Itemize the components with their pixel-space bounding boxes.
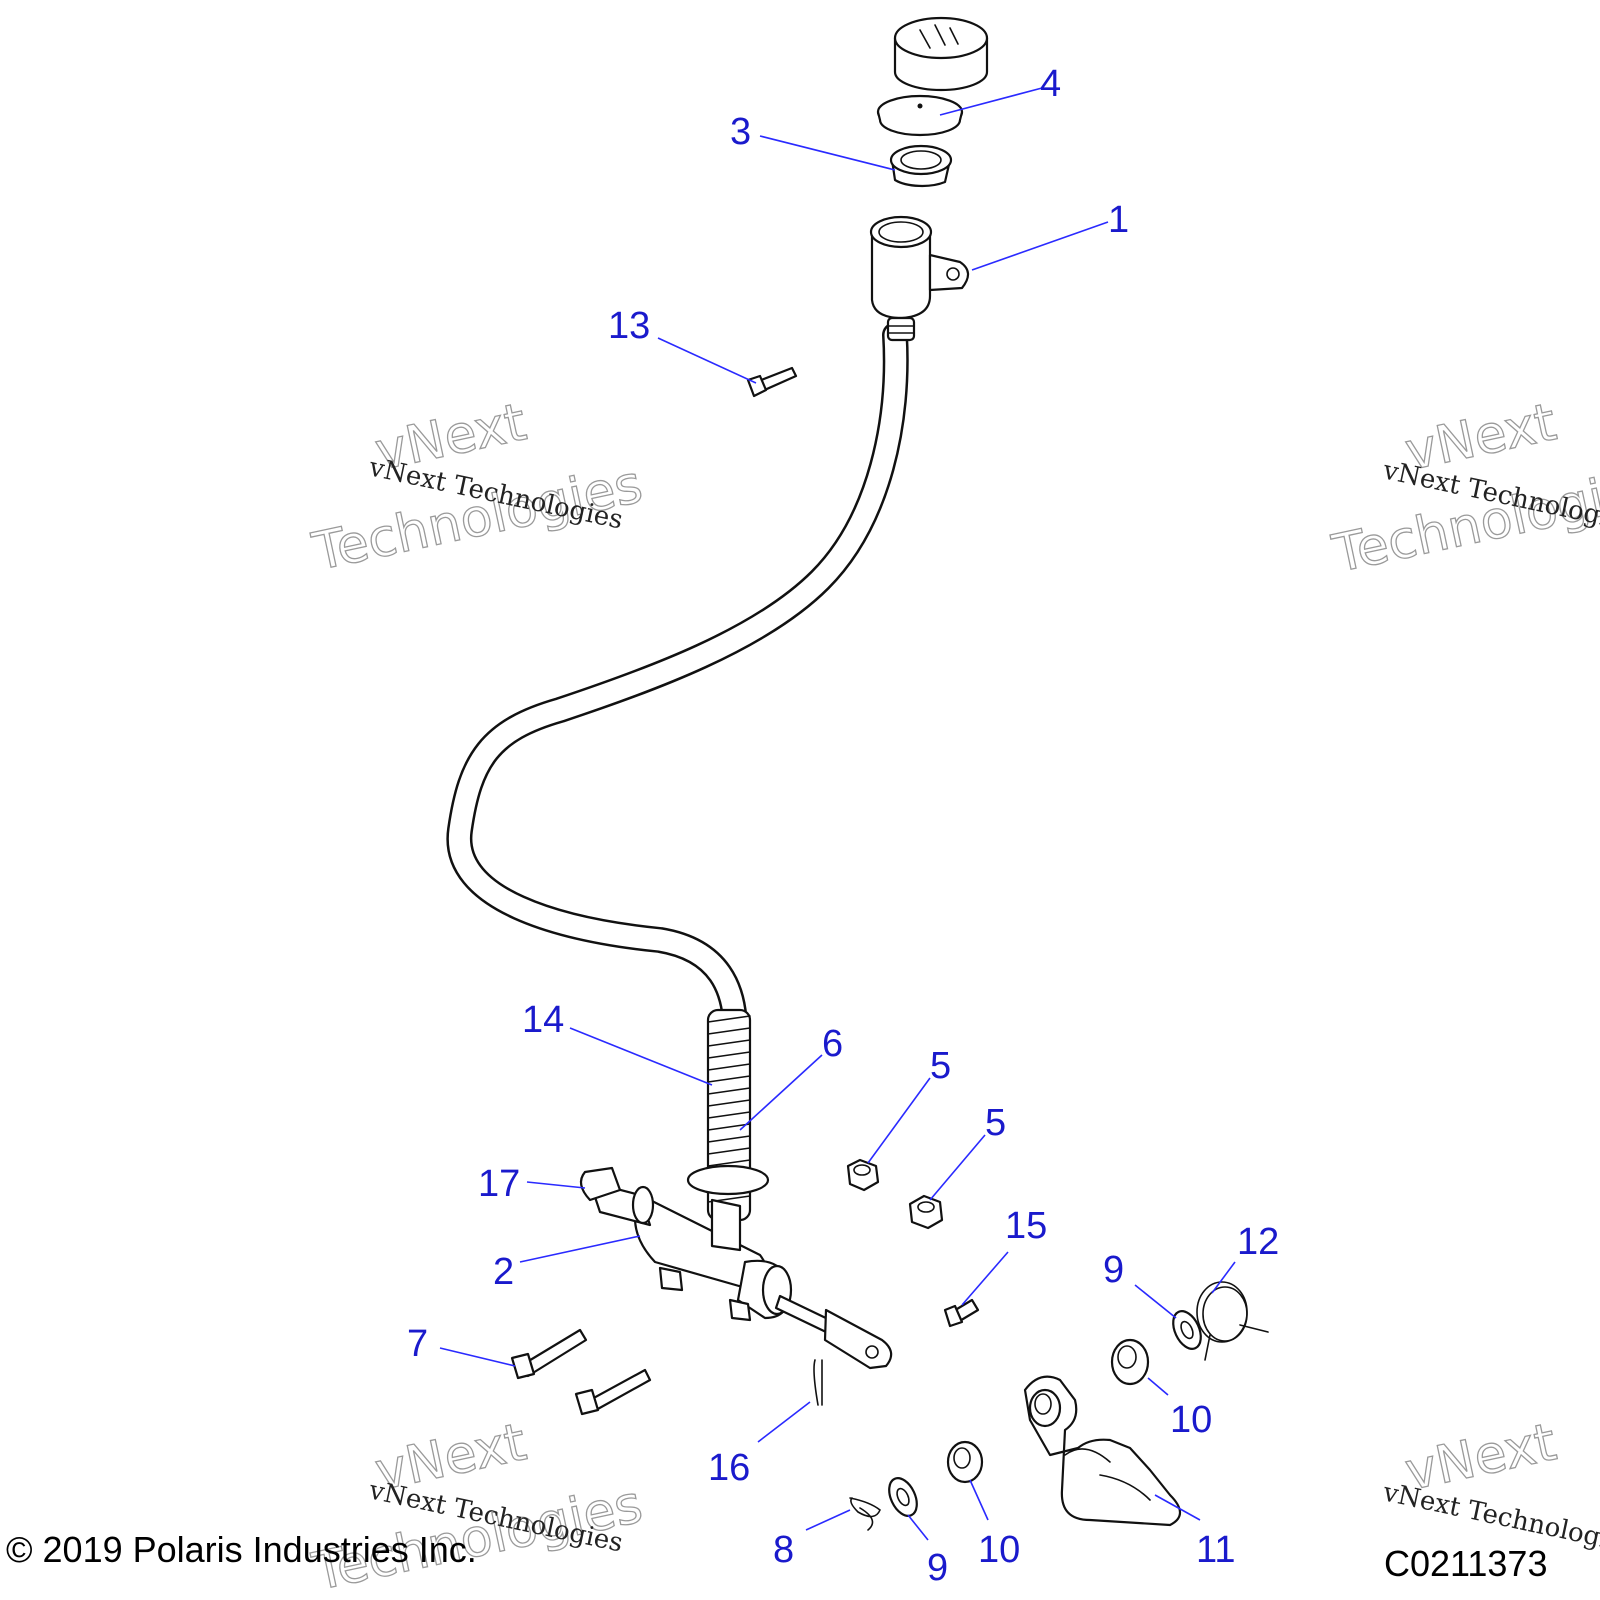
callout-17: 17 bbox=[478, 1163, 520, 1205]
callout-10-lower: 10 bbox=[978, 1529, 1020, 1571]
leader-14 bbox=[569, 1027, 713, 1086]
callout-11: 11 bbox=[1196, 1529, 1235, 1571]
bushing-10-lower bbox=[946, 1440, 984, 1484]
nut-5-lower bbox=[908, 1194, 944, 1230]
callout-7: 7 bbox=[407, 1323, 428, 1365]
leader-9b bbox=[1134, 1284, 1177, 1319]
leader-5b bbox=[929, 1134, 986, 1201]
reservoir-body bbox=[869, 215, 970, 342]
callout-5-upper: 5 bbox=[930, 1045, 951, 1087]
bushing-10-upper bbox=[1110, 1338, 1150, 1386]
watermark-top-left: vNext Technologies vNext Technologies bbox=[307, 392, 649, 584]
leader-12 bbox=[1211, 1261, 1236, 1294]
callout-1: 1 bbox=[1108, 199, 1129, 241]
leader-9a bbox=[907, 1514, 929, 1541]
callout-15: 15 bbox=[1005, 1205, 1047, 1247]
reservoir-cap bbox=[893, 16, 989, 92]
leader-lines bbox=[439, 87, 1236, 1541]
bolt-7-lower bbox=[574, 1368, 652, 1416]
leader-3 bbox=[759, 135, 896, 171]
callout-labels: 4 3 1 13 14 6 5 5 17 2 15 12 9 7 10 16 8… bbox=[407, 63, 1279, 1589]
fitting-17 bbox=[579, 1166, 655, 1227]
nut-5-upper bbox=[846, 1158, 880, 1192]
leader-10b bbox=[1147, 1377, 1169, 1396]
callout-8: 8 bbox=[773, 1529, 794, 1571]
reservoir-diaphragm bbox=[876, 94, 964, 137]
pedal-bracket-11 bbox=[1023, 1375, 1182, 1527]
master-cylinder bbox=[633, 1164, 893, 1370]
callout-16: 16 bbox=[708, 1447, 750, 1489]
callout-10-upper: 10 bbox=[1170, 1399, 1212, 1441]
leader-7 bbox=[439, 1347, 516, 1367]
leader-10a bbox=[969, 1479, 989, 1521]
callout-14: 14 bbox=[522, 999, 564, 1041]
callout-5-lower: 5 bbox=[985, 1102, 1006, 1144]
brake-hose bbox=[446, 322, 909, 1043]
leader-15 bbox=[961, 1251, 1009, 1306]
copyright-notice: © 2019 Polaris Industries Inc. bbox=[6, 1529, 477, 1570]
pin-15 bbox=[943, 1298, 980, 1328]
watermark-bottom-right: vNext vNext Technologies bbox=[1380, 1412, 1600, 1561]
leader-17 bbox=[526, 1181, 586, 1189]
callout-3: 3 bbox=[730, 111, 751, 153]
leader-4 bbox=[939, 87, 1043, 116]
watermark-bottom-left: vNext Technologies vNext Technologies bbox=[307, 1412, 649, 1600]
leader-11 bbox=[1154, 1494, 1201, 1521]
diagram-code: C0211373 bbox=[1384, 1543, 1547, 1584]
leader-13 bbox=[657, 337, 757, 384]
callout-13: 13 bbox=[608, 305, 650, 347]
callout-12: 12 bbox=[1237, 1221, 1279, 1263]
clip-8 bbox=[849, 1497, 881, 1531]
return-spring-12 bbox=[1196, 1281, 1269, 1361]
callout-2: 2 bbox=[493, 1251, 514, 1293]
cotter-pin-16 bbox=[813, 1359, 823, 1406]
callout-9-upper: 9 bbox=[1103, 1249, 1124, 1291]
reservoir-plate bbox=[889, 144, 953, 188]
leader-1 bbox=[971, 221, 1109, 271]
callout-4: 4 bbox=[1040, 63, 1061, 105]
leader-6 bbox=[739, 1054, 823, 1131]
washer-9-upper bbox=[1172, 1310, 1202, 1350]
leader-16 bbox=[757, 1401, 811, 1443]
washer-9-lower bbox=[888, 1477, 918, 1517]
leader-8 bbox=[805, 1509, 851, 1531]
leader-2 bbox=[519, 1235, 641, 1263]
bolt-7-upper bbox=[510, 1328, 588, 1380]
watermark-top-right: vNext Technologies vNext Technologies bbox=[1327, 392, 1600, 586]
leader-5a bbox=[867, 1077, 931, 1164]
callout-9-lower: 9 bbox=[927, 1547, 948, 1589]
callout-6: 6 bbox=[822, 1023, 843, 1065]
